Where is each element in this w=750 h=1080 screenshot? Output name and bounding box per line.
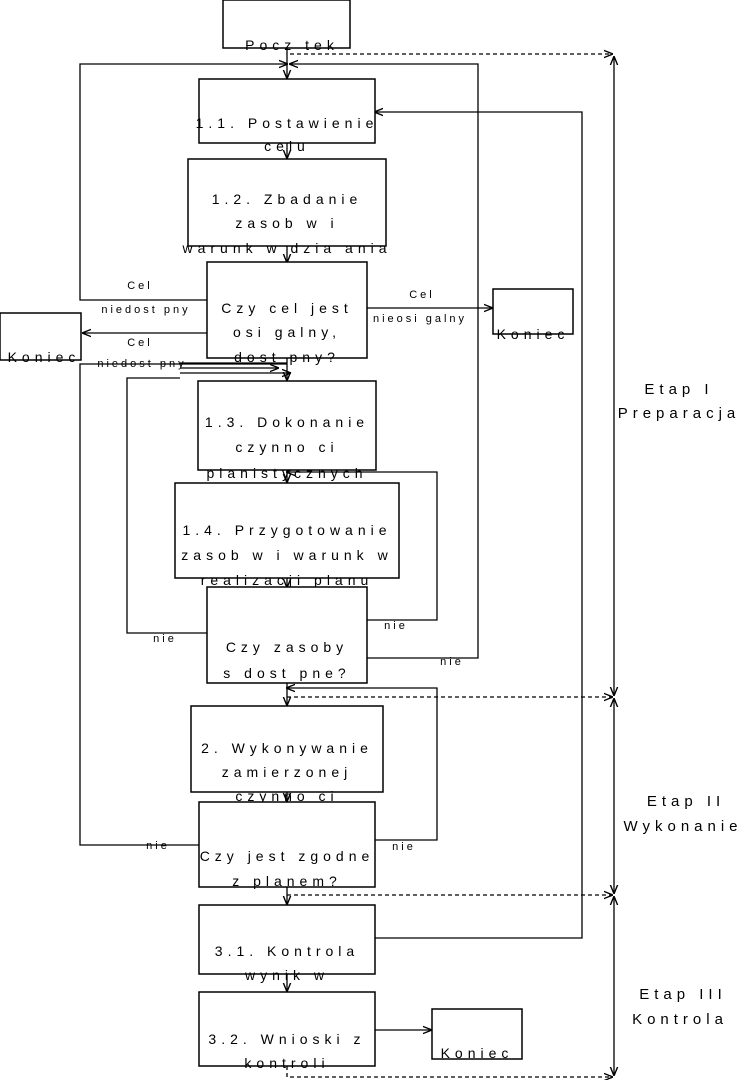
stage-2-title: Etap II	[647, 793, 725, 810]
node-3-1-line2: wynik w	[244, 967, 329, 983]
node-1-2: 1.2. Zbadanie zasob w i warunk w dzia an…	[181, 158, 391, 256]
edge-label-cel-left-2: niedost pny	[97, 358, 186, 370]
node-end-right-label: Koniec	[497, 326, 570, 342]
node-1-4-line2: zasob w i warunk w	[181, 547, 392, 563]
edge-labels: Cel niedost pny Cel niedost pny Cel nieo…	[97, 280, 467, 853]
node-end-left-label: Koniec	[8, 349, 81, 365]
node-q2: Czy zasoby s dost pne?	[206, 586, 368, 684]
node-start: Pocz tek	[222, 0, 351, 53]
node-1-3-line3: planistycznych	[206, 465, 367, 481]
node-2-line3: czynno ci	[235, 788, 338, 804]
node-end-bottom-label: Koniec	[441, 1045, 514, 1061]
node-1-4-line3: realizacji planu	[201, 572, 374, 588]
stage-1-subtitle: Preparacja	[618, 405, 741, 422]
node-end-right: Koniec	[492, 288, 574, 342]
node-start-label: Pocz tek	[245, 37, 339, 53]
edge-q1-loop-top	[79, 64, 287, 301]
edge-q3-nie-left	[79, 363, 287, 846]
node-q1-line2: osi galny,	[233, 324, 341, 340]
node-1-3-line1: 1.3. Dokonanie	[205, 414, 369, 430]
node-q3: Czy jest zgodne z planem?	[198, 801, 376, 889]
edge-label-cel-top-1: Cel	[127, 280, 153, 292]
node-3-1: 3.1. Kontrola wynik w	[198, 904, 376, 983]
edge-label-cel-right-1: Cel	[409, 289, 435, 301]
edge-q3-nie-right	[287, 688, 438, 841]
stage-divider-bottom	[286, 1066, 612, 1077]
edge-3-1-to-1-1	[375, 112, 583, 939]
node-1-4: 1.4. Przygotowanie zasob w i warunk w re…	[174, 482, 400, 588]
stage-1-title: Etap I	[644, 381, 713, 398]
node-1-3-line2: czynno ci	[235, 439, 338, 455]
node-1-1-line2: celu	[264, 138, 310, 154]
edge-label-nie-q2-return: nie	[440, 656, 464, 668]
node-2-line2: zamierzonej	[222, 764, 352, 780]
stage-3-title: Etap III	[639, 986, 727, 1003]
node-3-2-line2: kontroli	[244, 1055, 329, 1071]
edge-q2-nie-left	[126, 377, 207, 634]
edge-label-nie-q3-left: nie	[146, 840, 170, 852]
node-1-2-line3: warunk w dzia ania	[181, 240, 391, 256]
edge-label-cel-left-1: Cel	[127, 337, 153, 349]
node-1-2-line2: zasob w i	[235, 215, 338, 231]
edge-q2-nie-return	[290, 64, 479, 659]
node-3-2: 3.2. Wnioski z kontroli	[198, 991, 376, 1071]
node-end-bottom: Koniec	[431, 1008, 523, 1061]
stage-2-subtitle: Wykonanie	[623, 818, 742, 835]
node-q3-line1: Czy jest zgodne	[200, 848, 375, 864]
node-2: 2. Wykonywanie zamierzonej czynno ci	[190, 705, 384, 804]
node-q3-line2: z planem?	[232, 873, 342, 889]
node-q1: Czy cel jest osi galny, dost pny?	[206, 261, 368, 365]
edge-label-cel-right-2: nieosi galny	[373, 313, 467, 325]
node-3-1-line1: 3.1. Kontrola	[215, 943, 359, 959]
node-q1-line1: Czy cel jest	[221, 300, 353, 316]
node-1-1: 1.1. Postawienie celu	[196, 78, 379, 154]
node-q1-line3: dost pny?	[234, 349, 340, 365]
connectors	[79, 48, 614, 1077]
node-end-left: Koniec	[0, 312, 82, 365]
edge-label-nie-q3-right: nie	[392, 841, 416, 853]
edge-label-nie-q2-right: nie	[384, 620, 408, 632]
stage-labels: Etap I Preparacja Etap II Wykonanie Etap…	[618, 381, 742, 1028]
edge-label-cel-top-2: niedost pny	[101, 304, 190, 316]
edge-label-nie-q2-left: nie	[153, 633, 177, 645]
node-2-line1: 2. Wykonywanie	[201, 740, 373, 756]
stage-3-subtitle: Kontrola	[632, 1011, 728, 1028]
node-q2-line1: Czy zasoby	[226, 639, 348, 655]
node-1-1-line1: 1.1. Postawienie	[196, 115, 379, 131]
node-1-3: 1.3. Dokonanie czynno ci planistycznych	[197, 380, 377, 481]
node-1-4-line1: 1.4. Przygotowanie	[182, 522, 391, 538]
node-1-2-line1: 1.2. Zbadanie	[212, 191, 363, 207]
node-q2-line2: s dost pne?	[223, 665, 350, 681]
node-3-2-line1: 3.2. Wnioski z	[208, 1031, 365, 1047]
edge-q2-nie-right	[287, 472, 438, 621]
